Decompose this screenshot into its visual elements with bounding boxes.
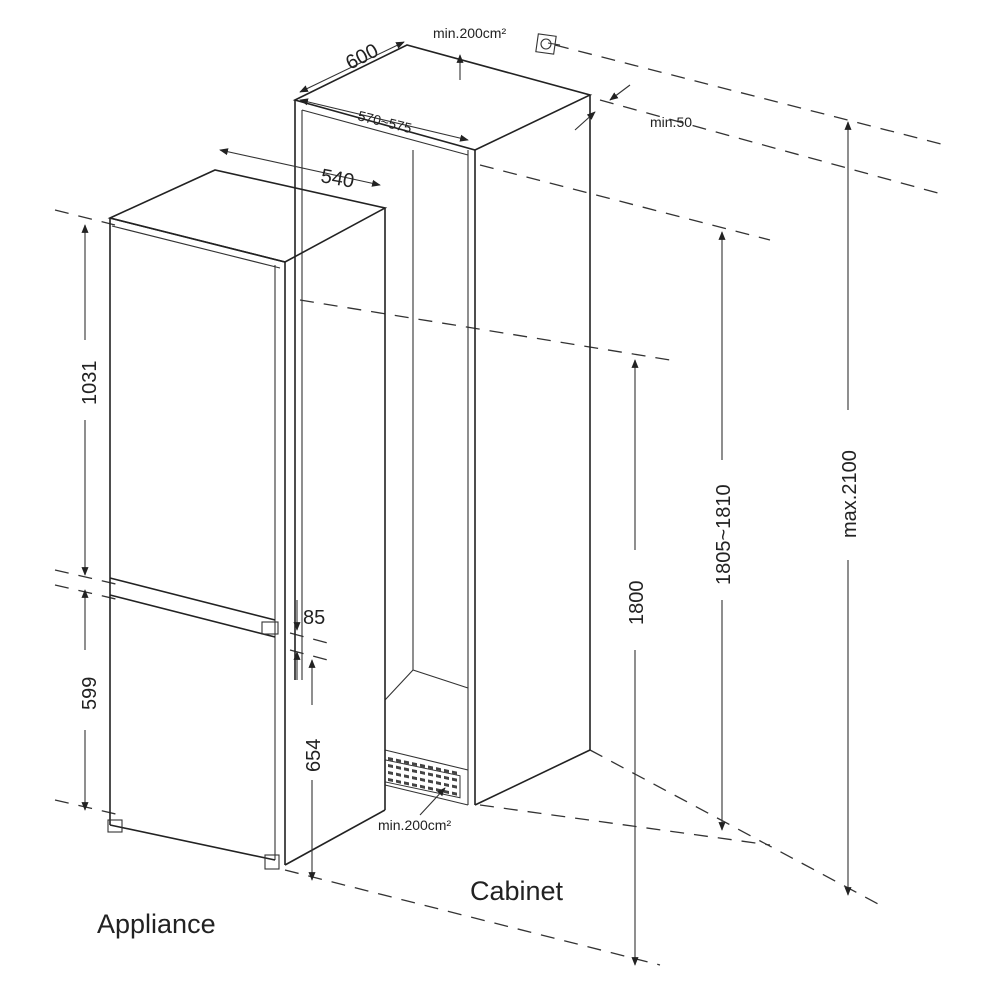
label-max-height: max.2100 (839, 450, 861, 538)
label-rear-gap: min.50 (650, 114, 692, 130)
title-cabinet: Cabinet (470, 876, 564, 906)
extension-lines (54, 44, 946, 966)
bottom-vent-grille (384, 756, 461, 799)
label-appliance-depth: 540 (319, 165, 356, 192)
label-lower-height: 654 (303, 739, 325, 772)
dimension-lines (81, 41, 852, 966)
label-upper-door: 1031 (79, 361, 101, 406)
fan-symbol (535, 33, 557, 55)
cabinet-drawing (292, 44, 593, 806)
label-cabinet-inner-width: 570~575 (356, 107, 413, 136)
label-top-vent: min.200cm² (433, 25, 506, 41)
label-lower-door: 599 (79, 677, 101, 710)
label-niche-height: 1805~1810 (713, 484, 735, 585)
label-gap: 85 (303, 607, 325, 629)
label-bottom-vent: min.200cm² (378, 817, 451, 833)
appliance-drawing (107, 169, 388, 870)
title-appliance: Appliance (97, 909, 216, 939)
label-appliance-height: 1800 (626, 581, 648, 626)
